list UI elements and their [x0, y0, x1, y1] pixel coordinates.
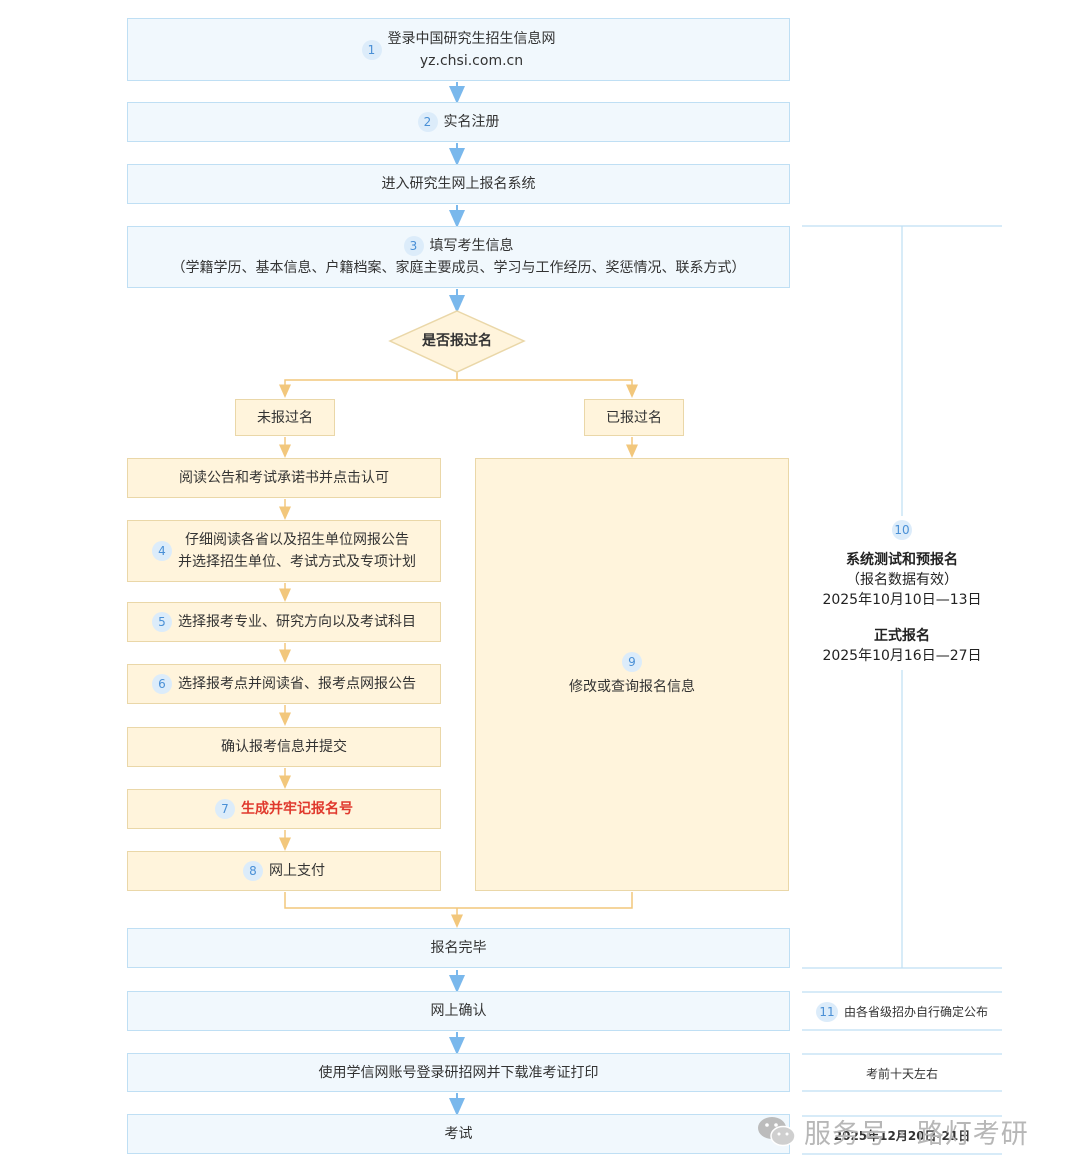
step-select-site: 6 选择报考点并阅读省、报考点网报公告 — [127, 664, 441, 704]
step-number-5: 5 — [152, 612, 172, 632]
pre-registration-note: （报名数据有效） — [846, 572, 958, 588]
step-fill-info: 3 填写考生信息 （学籍学历、基本信息、户籍档案、家庭主要成员、学习与工作经历、… — [127, 226, 790, 288]
step-2-label: 实名注册 — [443, 114, 500, 130]
formal-registration-date: 2025年10月16日—27日 — [822, 648, 982, 664]
step-enter-system: 进入研究生网上报名系统 — [127, 164, 790, 204]
step-1-url: yz.chsi.com.cn — [419, 52, 524, 69]
step-6-label: 选择报考点并阅读省、报考点网报公告 — [178, 676, 416, 692]
exam-date-label: 2025年12月20日-21日 — [833, 1128, 971, 1143]
step-read-notice: 阅读公告和考试承诺书并点击认可 — [127, 458, 441, 498]
step-done-label: 报名完毕 — [430, 940, 487, 956]
step-confirm-label: 确认报考信息并提交 — [221, 739, 347, 755]
step-select-major: 5 选择报考专业、研究方向以及考试科目 — [127, 602, 441, 642]
pre-registration-date: 2025年10月10日—13日 — [822, 592, 982, 608]
step-3-detail: （学籍学历、基本信息、户籍档案、家庭主要成员、学习与工作经历、奖惩情况、联系方式… — [171, 260, 746, 276]
step-login-site: 1 登录中国研究生招生信息网 yz.chsi.com.cn — [127, 18, 790, 81]
step-number-1: 1 — [361, 39, 382, 60]
branch-registered: 已报过名 — [584, 399, 684, 436]
step-print-label: 使用学信网账号登录研招网并下载准考证打印 — [318, 1064, 599, 1081]
step-print-ticket: 使用学信网账号登录研招网并下载准考证打印 — [127, 1053, 790, 1092]
step-number-7: 7 — [215, 799, 235, 819]
step-number-4: 4 — [152, 541, 172, 561]
step-number-8: 8 — [243, 861, 263, 881]
step-online-confirm-label: 网上确认 — [430, 1003, 487, 1019]
decision-label: 是否报过名 — [422, 333, 492, 349]
pre-registration-title: 系统测试和预报名 — [846, 552, 958, 568]
step-generate-number: 7 生成并牢记报名号 — [127, 789, 441, 829]
branch-not-registered: 未报过名 — [235, 399, 335, 436]
step-exam: 考试 — [127, 1114, 790, 1154]
step-5-label: 选择报考专业、研究方向以及考试科目 — [178, 614, 416, 630]
step-enter-label: 进入研究生网上报名系统 — [381, 176, 536, 192]
step-4-line2: 并选择招生单位、考试方式及专项计划 — [178, 554, 416, 570]
exam-date: 2025年12月20日-21日 — [802, 1117, 1002, 1153]
step-3-title: 填写考生信息 — [429, 238, 514, 254]
online-confirm-timing: 11 由各省级招办自行确定公布 — [802, 993, 1002, 1030]
step-exam-label: 考试 — [444, 1126, 473, 1142]
step-modify-query: 9 修改或查询报名信息 — [475, 458, 789, 891]
step-number-6: 6 — [152, 674, 172, 694]
registration-period-info: 10 系统测试和预报名 （报名数据有效） 2025年10月10日—13日 正式报… — [804, 516, 1000, 670]
step-online-payment: 8 网上支付 — [127, 851, 441, 891]
step-4-line1: 仔细阅读各省以及招生单位网报公告 — [185, 532, 409, 548]
step-online-confirm: 网上确认 — [127, 991, 790, 1031]
formal-registration-title: 正式报名 — [874, 628, 930, 644]
branch-split — [279, 372, 458, 398]
step-read-notice-label: 阅读公告和考试承诺书并点击认可 — [179, 470, 389, 486]
step-number-3: 3 — [403, 236, 424, 256]
step-number-11: 11 — [815, 1001, 838, 1022]
branch-split-right — [457, 379, 638, 398]
online-confirm-timing-label: 由各省级招办自行确定公布 — [843, 1005, 988, 1019]
step-1-title: 登录中国研究生招生信息网 — [387, 30, 556, 47]
print-timing-label: 考前十天左右 — [865, 1066, 938, 1081]
watermark-text: 服务号 · 路灯考研 — [804, 1119, 1029, 1150]
wechat-icon — [758, 1116, 796, 1146]
step-9-label: 修改或查询报名信息 — [569, 678, 695, 695]
step-8-label: 网上支付 — [269, 863, 325, 879]
print-timing: 考前十天左右 — [802, 1055, 1002, 1091]
decision-diamond — [388, 310, 526, 373]
step-confirm-submit: 确认报考信息并提交 — [127, 727, 441, 767]
step-done: 报名完毕 — [127, 928, 790, 968]
step-number-10: 10 — [892, 520, 912, 540]
step-select-unit: 4 仔细阅读各省以及招生单位网报公告 并选择招生单位、考试方式及专项计划 — [127, 520, 441, 582]
step-number-9: 9 — [622, 651, 642, 672]
step-number-2: 2 — [417, 112, 438, 132]
branch-merge — [284, 892, 633, 909]
step-real-name-register: 2 实名注册 — [127, 102, 790, 142]
step-7-label: 生成并牢记报名号 — [241, 801, 353, 817]
watermark: 服务号 · 路灯考研 — [756, 1112, 1029, 1151]
